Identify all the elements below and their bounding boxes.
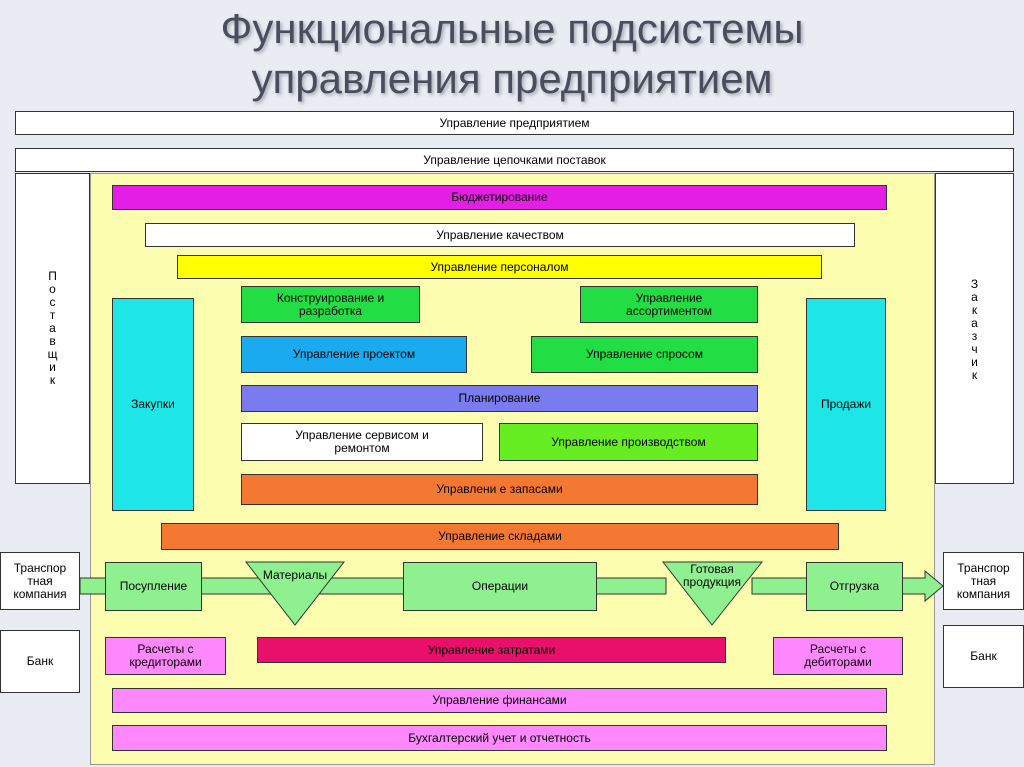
finished-goods-label: Готовая продукция (683, 562, 741, 589)
materials-label: Материалы (262, 568, 328, 582)
bank-left-label: Банк (26, 654, 54, 668)
warehouses-label: Управление складами (438, 529, 562, 543)
transport-right-label: Транспор тная компания (956, 560, 1011, 601)
assortment-box[interactable]: Управление ассортиментом (580, 286, 758, 323)
debtors-label: Расчеты с дебиторами (804, 642, 872, 669)
flow-connector-left (79, 577, 107, 595)
page-title: Функциональные подсистемы управления пре… (220, 5, 804, 102)
project-box[interactable]: Управление проектом (241, 336, 467, 373)
demand-box[interactable]: Управление спросом (531, 336, 758, 373)
transport-left-box[interactable]: Транспор тная компания (0, 552, 80, 610)
shipment-box[interactable]: Отгрузка (806, 562, 903, 611)
accounting-box[interactable]: Бухгалтерский учет и отчетность (112, 725, 887, 751)
creditors-box[interactable]: Расчеты с кредиторами (105, 637, 226, 675)
customer-box[interactable]: З а к а з ч и к (935, 173, 1014, 484)
service-label: Управление сервисом и ремонтом (295, 428, 429, 455)
costs-box[interactable]: Управление затратами (257, 637, 726, 663)
service-box[interactable]: Управление сервисом и ремонтом (241, 423, 483, 461)
planning-label: Планирование (458, 391, 541, 405)
operations-label: Операции (471, 579, 529, 593)
receipt-box[interactable]: Посупление (105, 562, 202, 611)
flow-connector-4 (751, 577, 808, 595)
supplier-label: П о с т а в щ и к (47, 269, 58, 387)
debtors-box[interactable]: Расчеты с дебиторами (773, 637, 903, 675)
inventory-label: Управлени е запасами (436, 482, 563, 496)
enterprise-management-box[interactable]: Управление предприятием (15, 111, 1014, 135)
budgeting-label: Бюджетирование (451, 190, 548, 204)
accounting-label: Бухгалтерский учет и отчетность (408, 730, 591, 745)
design-box[interactable]: Конструирование и разработка (241, 286, 420, 323)
supply-chain-label: Управление цепочками поставок (423, 152, 606, 167)
sales-label: Продажи (820, 397, 872, 411)
transport-left-label: Транспор тная компания (13, 560, 67, 601)
purchasing-label: Закупки (131, 397, 175, 411)
design-label: Конструирование и разработка (276, 290, 385, 318)
costs-label: Управление затратами (427, 642, 556, 657)
quality-box[interactable]: Управление качеством (145, 223, 855, 247)
creditors-label: Расчеты с кредиторами (129, 642, 202, 669)
flow-connector-3 (595, 577, 667, 595)
quality-label: Управление качеством (436, 227, 564, 242)
project-label: Управление проектом (292, 347, 416, 361)
shipment-label: Отгрузка (829, 579, 880, 593)
operations-box[interactable]: Операции (403, 562, 597, 611)
bank-right-box[interactable]: Банк (943, 625, 1024, 688)
demand-label: Управление спросом (586, 347, 703, 361)
finance-box[interactable]: Управление финансами (112, 688, 887, 713)
sales-box[interactable]: Продажи (806, 298, 886, 511)
customer-label: З а к а з ч и к (970, 277, 979, 382)
bank-left-box[interactable]: Банк (0, 630, 80, 693)
transport-right-box[interactable]: Транспор тная компания (943, 552, 1024, 610)
receipt-label: Посупление (119, 579, 188, 593)
personnel-label: Управление персоналом (430, 259, 569, 274)
supply-chain-box[interactable]: Управление цепочками поставок (15, 148, 1014, 172)
budgeting-box[interactable]: Бюджетирование (112, 185, 887, 210)
finished-goods-triangle (661, 561, 764, 626)
production-box[interactable]: Управление производством (499, 423, 758, 461)
warehouses-box[interactable]: Управление складами (161, 523, 839, 550)
production-label: Управление производством (551, 434, 706, 449)
flow-arrow-right (901, 569, 944, 603)
materials-triangle (244, 561, 346, 626)
personnel-box[interactable]: Управление персоналом (177, 255, 822, 279)
finance-label: Управление финансами (432, 693, 567, 707)
purchasing-box[interactable]: Закупки (112, 298, 194, 511)
bank-right-label: Банк (970, 649, 997, 663)
inventory-box[interactable]: Управлени е запасами (241, 474, 758, 505)
assortment-label: Управление ассортиментом (626, 290, 712, 318)
planning-box[interactable]: Планирование (241, 385, 758, 412)
supplier-box[interactable]: П о с т а в щ и к (15, 173, 90, 484)
enterprise-management-label: Управление предприятием (439, 115, 590, 130)
